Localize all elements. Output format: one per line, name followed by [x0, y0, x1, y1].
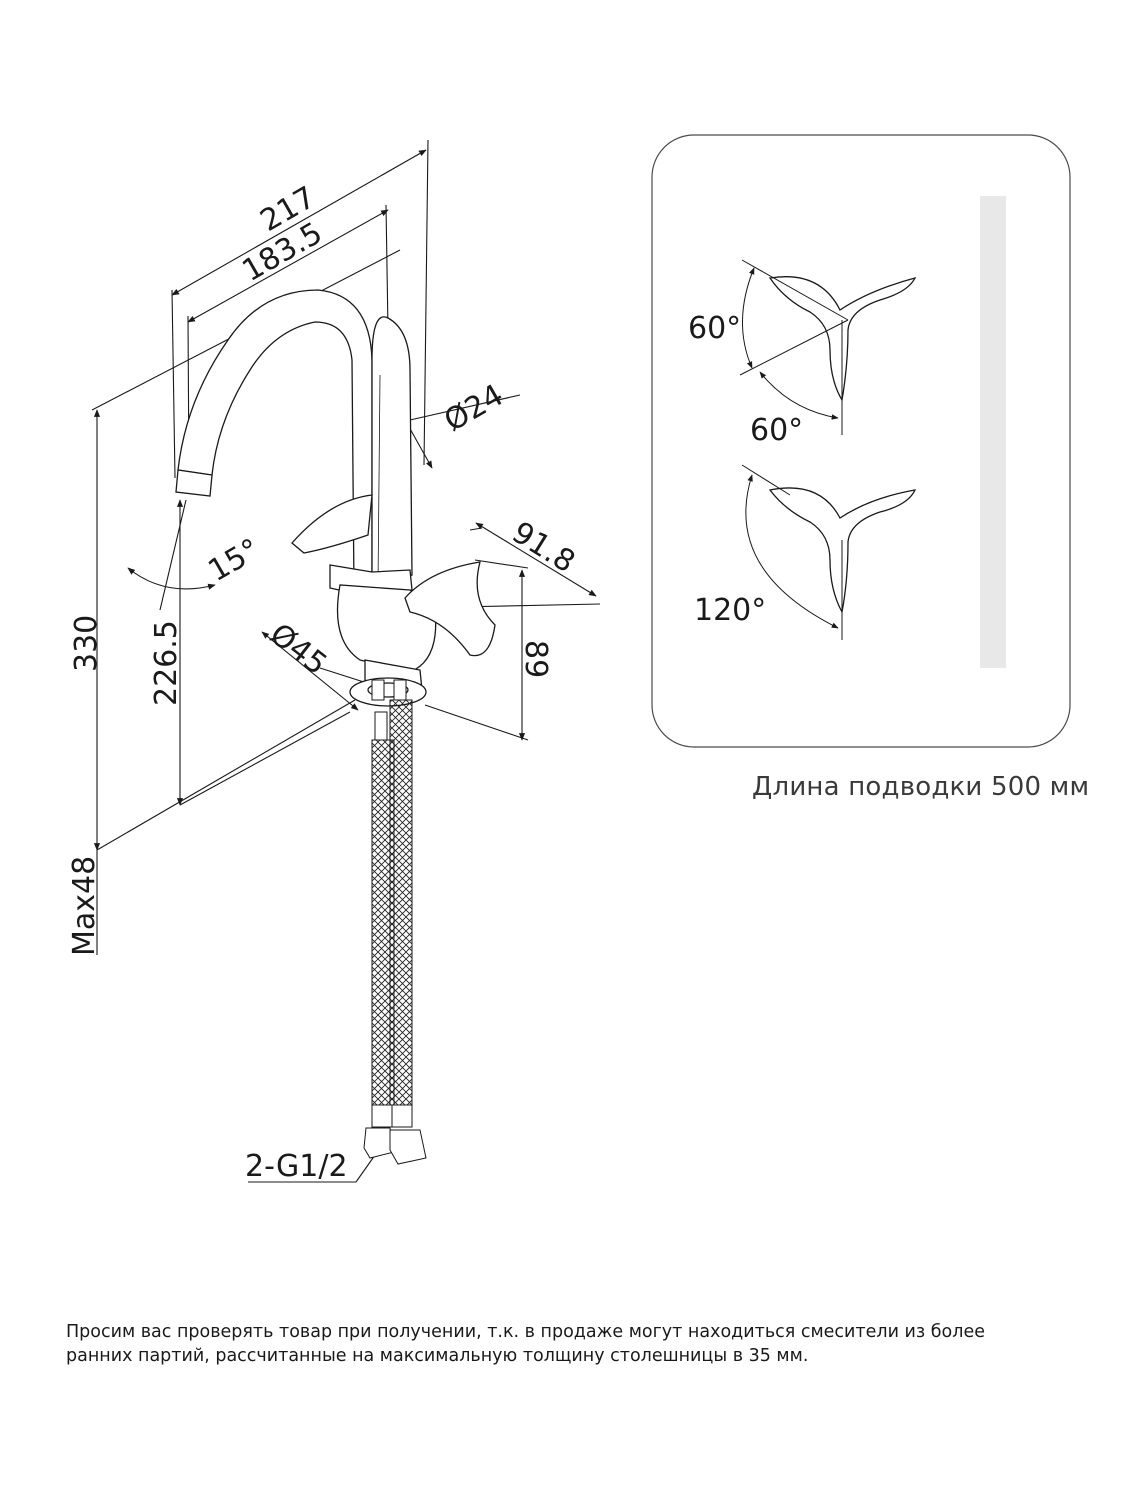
- angle-120: 120°: [694, 593, 766, 628]
- dim-15-deg: 15°: [203, 532, 267, 589]
- angle-60-bottom: 60°: [750, 413, 803, 448]
- angle-60-left: 60°: [688, 311, 741, 346]
- note-line-2: ранних партий, рассчитанные на максималь…: [66, 1346, 809, 1366]
- dim-max48: Max48: [67, 856, 102, 956]
- supply-hoses: [363, 699, 427, 1165]
- faucet: [175, 289, 496, 741]
- dim-89: 89: [518, 640, 553, 678]
- note-line-1: Просим вас проверять товар при получении…: [66, 1322, 985, 1342]
- dim-connection: 2-G1/2: [245, 1149, 348, 1184]
- dim-226-5: 226.5: [149, 620, 184, 706]
- dim-330: 330: [69, 615, 104, 672]
- handle-rotation-panel: [651, 134, 1071, 748]
- dim-91-8: 91.8: [506, 515, 581, 580]
- dim-base-diameter: Ø45: [263, 617, 333, 683]
- purchase-note: Просим вас проверять товар при получении…: [66, 1320, 1026, 1368]
- dim-spout-diameter: Ø24: [439, 378, 510, 439]
- hose-length-caption: Длина подводки 500 мм: [752, 772, 1090, 802]
